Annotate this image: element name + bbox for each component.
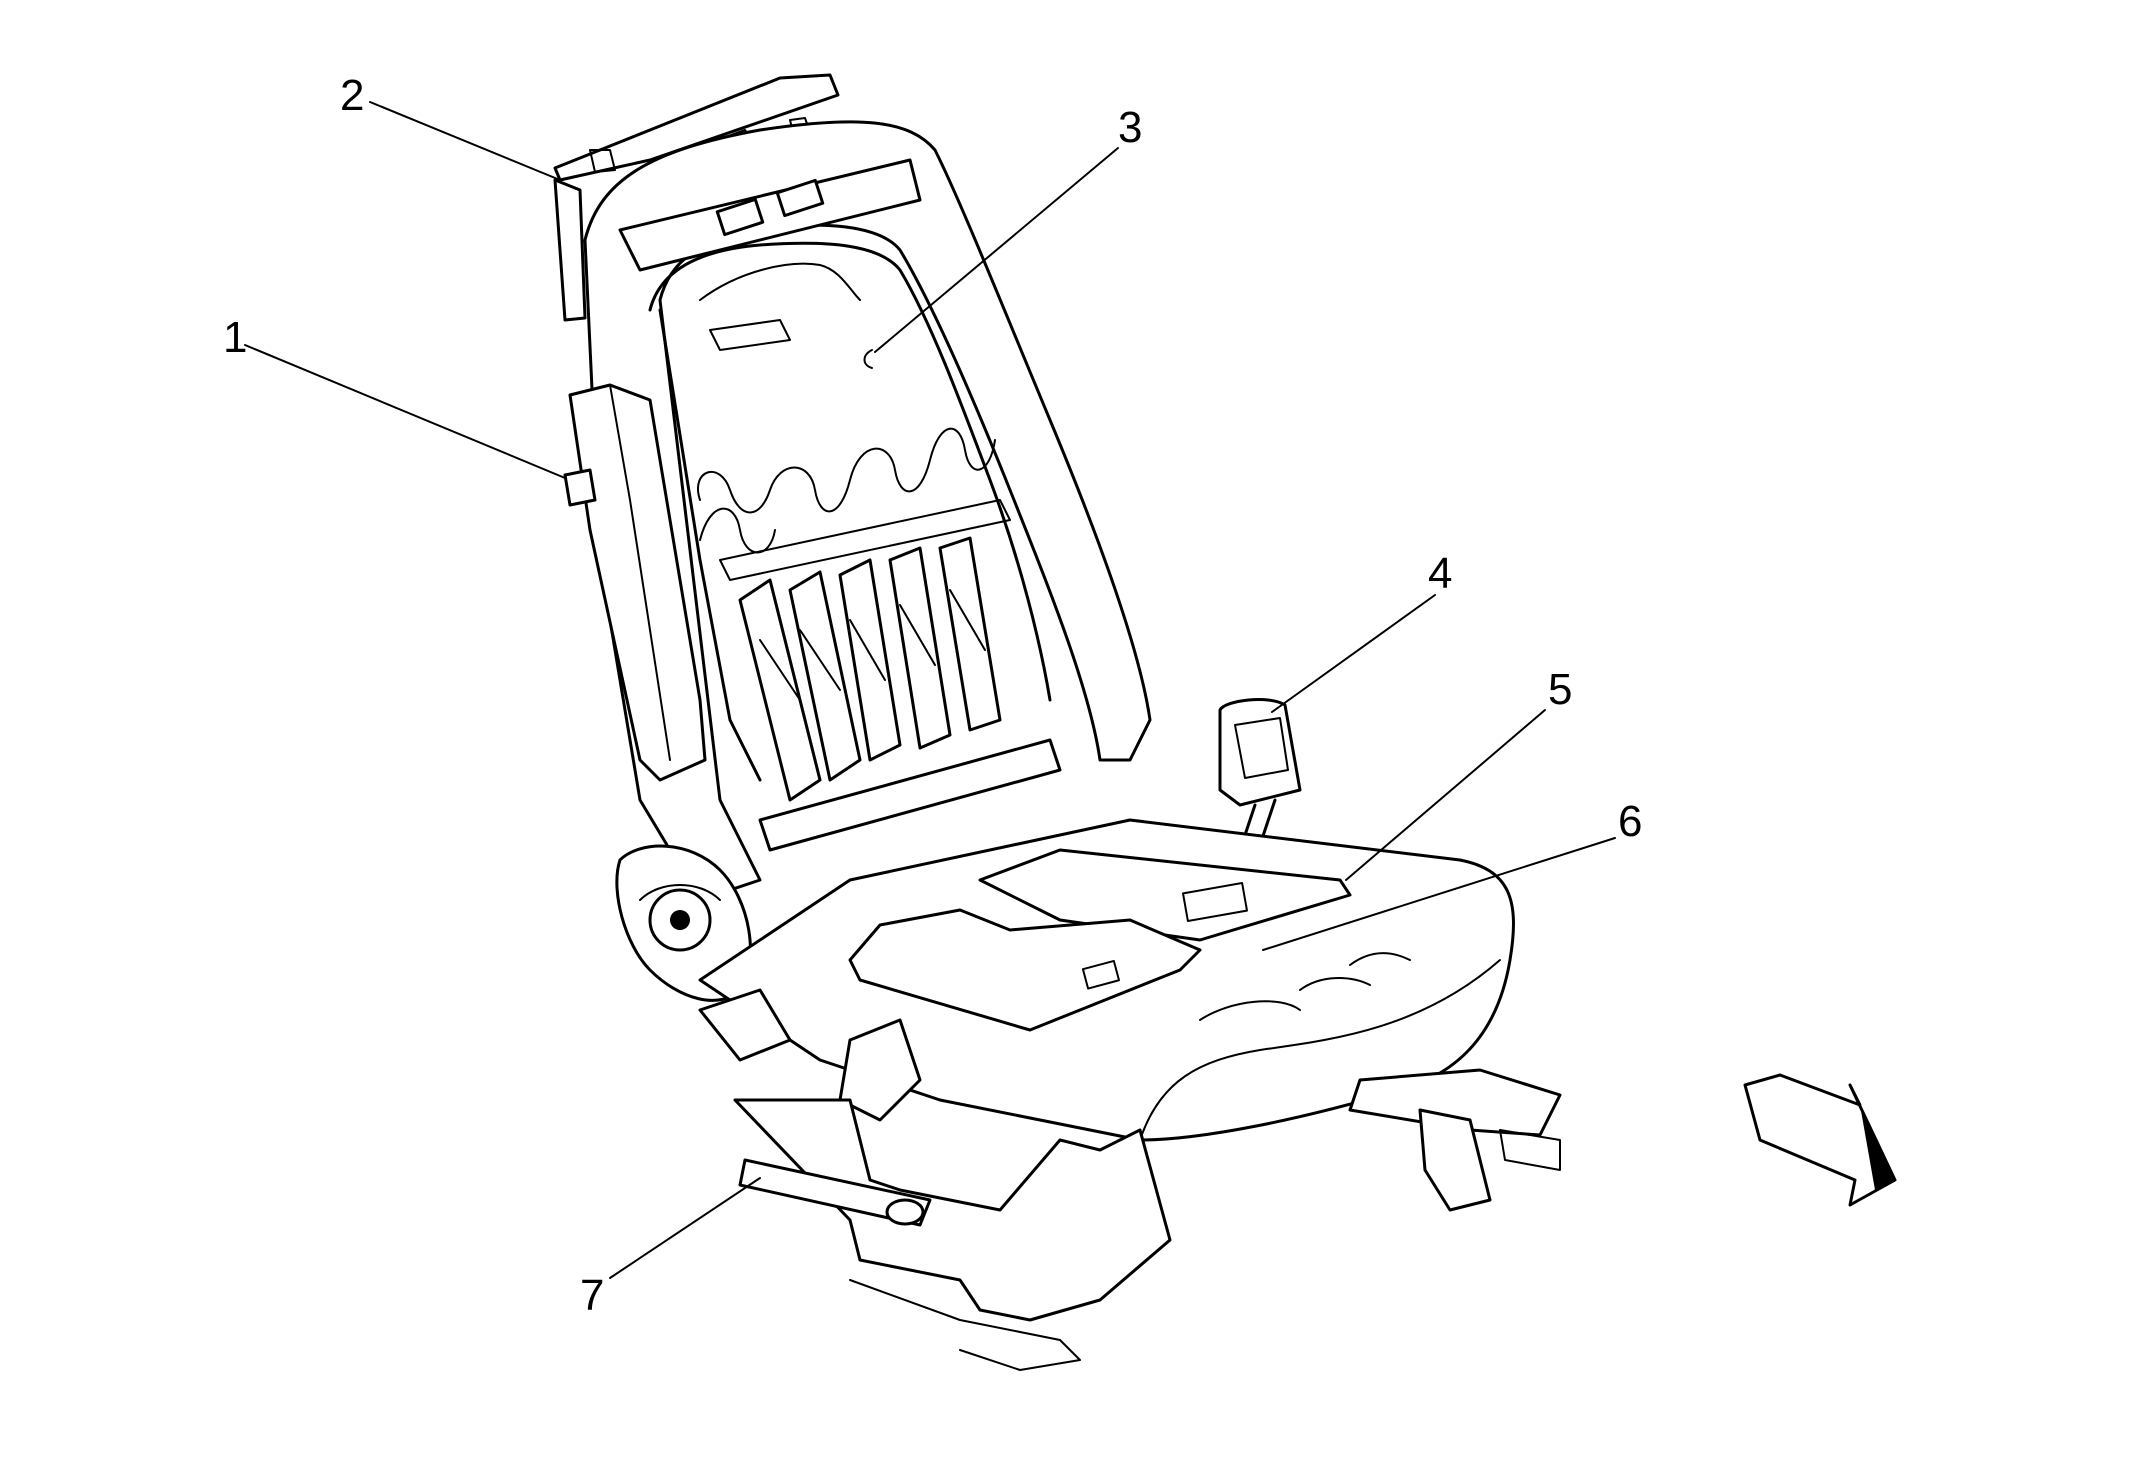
callout-6-leader: [1262, 837, 1616, 951]
callout-1-leader: [244, 344, 566, 479]
seatbelt-buckle: [1218, 698, 1302, 852]
forward-direction-arrow-icon: [1743, 1073, 1897, 1207]
occupant-sensor-mat: [978, 848, 1352, 942]
callout-7-leader: [609, 1177, 761, 1279]
seat-back-frame: [583, 120, 1152, 902]
callout-7-number: 7: [580, 1271, 604, 1320]
seat-adjuster-track: [733, 1068, 1562, 1371]
callout-3-leader: [874, 147, 1119, 353]
occupant-sensor-plate: [848, 908, 1202, 1032]
callout-5-leader: [1345, 709, 1546, 881]
lumbar-support-paddles: [719, 499, 1011, 802]
callout-6-number: 6: [1618, 797, 1642, 846]
callout-1-number: 1: [223, 313, 247, 362]
headrest: [553, 73, 840, 322]
seat-cushion-frame: [698, 818, 1515, 1142]
side-airbag-module: [563, 383, 707, 782]
callout-2-number: 2: [340, 71, 364, 120]
callout-4-number: 4: [1428, 549, 1452, 598]
callout-4-leader: [1271, 594, 1436, 713]
callout-5-number: 5: [1548, 665, 1572, 714]
callouts: 1 2 3 4 5 6 7: [223, 71, 1642, 1320]
callout-2-leader: [369, 101, 561, 181]
callout-3-number: 3: [1118, 103, 1142, 152]
